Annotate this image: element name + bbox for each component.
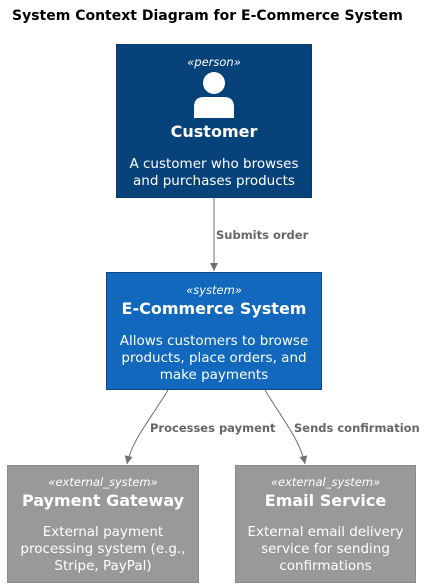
customer-description: A customer who browses and purchases pro… — [129, 156, 299, 189]
payment-gateway-name: Payment Gateway — [21, 491, 185, 510]
email-service-stereotype: «external_system» — [270, 475, 381, 489]
edge-label-submits-order: Submits order — [216, 228, 309, 242]
edge-label-processes-payment: Processes payment — [150, 421, 276, 435]
ecommerce-description: Allows customers to browse products, pla… — [119, 333, 309, 383]
customer-node[interactable]: «person» Customer A customer who browses… — [116, 44, 312, 198]
edge-ecommerce-to-payment — [124, 389, 169, 465]
payment-gateway-description: External payment processing system (e.g.… — [20, 524, 186, 574]
email-service-description: External email delivery service for send… — [247, 524, 404, 574]
ecommerce-system-node[interactable]: «system» E-Commerce System Allows custom… — [106, 272, 322, 390]
payment-gateway-node[interactable]: «external_system» Payment Gateway Extern… — [7, 465, 199, 583]
payment-gateway-stereotype: «external_system» — [48, 475, 158, 489]
customer-stereotype: «person» — [187, 55, 241, 69]
customer-name: Customer — [170, 122, 258, 141]
edge-label-sends-confirmation: Sends confirmation — [294, 421, 420, 435]
edge-ecommerce-to-email — [264, 389, 308, 465]
email-service-node[interactable]: «external_system» Email Service External… — [235, 465, 416, 583]
ecommerce-stereotype: «system» — [186, 283, 242, 297]
ecommerce-name: E-Commerce System — [121, 299, 307, 318]
email-service-name: Email Service — [264, 491, 387, 510]
diagram-title: System Context Diagram for E-Commerce Sy… — [12, 8, 403, 24]
person-icon — [194, 72, 234, 118]
